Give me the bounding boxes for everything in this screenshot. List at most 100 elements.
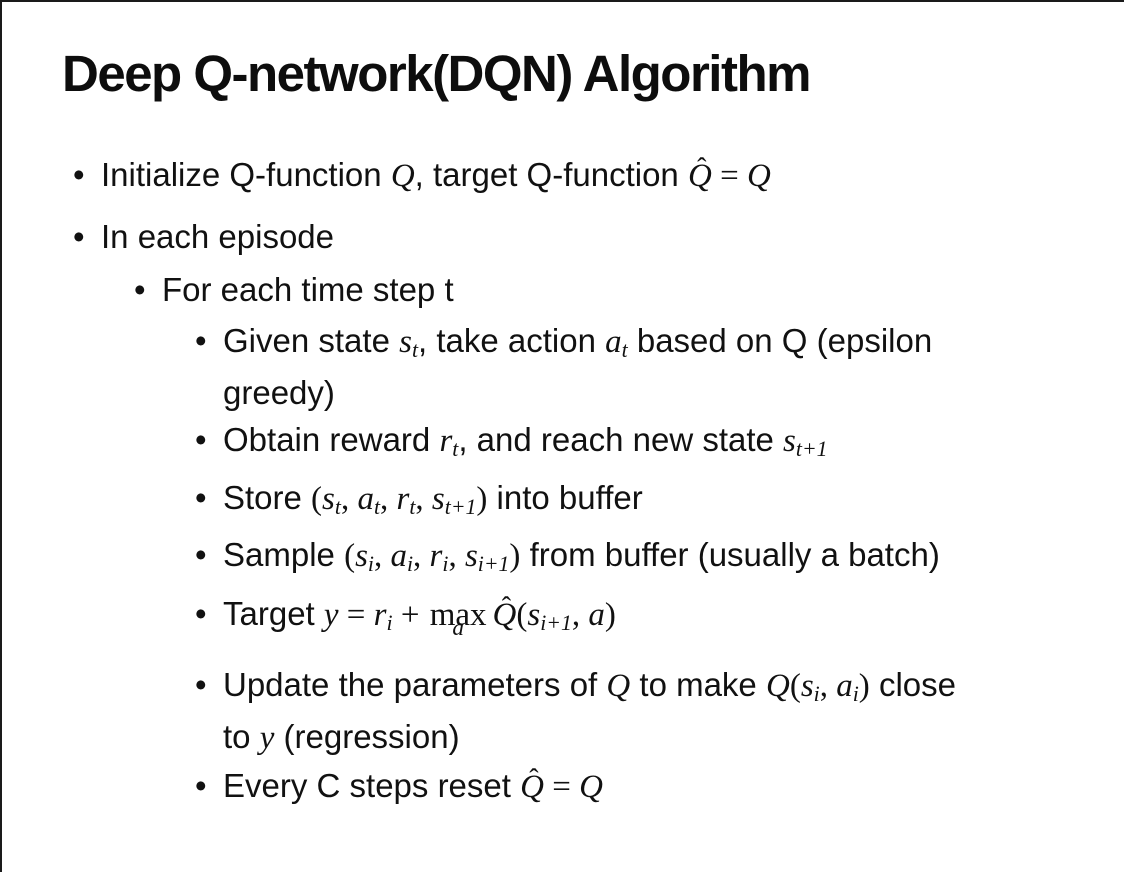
- math-operator: ): [858, 668, 870, 704]
- math-segment: r: [439, 423, 453, 459]
- bullet-glyph: •: [195, 322, 207, 359]
- math-segment: y: [323, 597, 339, 633]
- bullet-item: •Store (st, at, rt, st+1) into buffer: [0, 474, 1124, 526]
- math-subscript: i+1: [540, 611, 572, 636]
- bullet-glyph: •: [195, 479, 207, 516]
- text-segment: , target Q-function: [414, 156, 688, 193]
- math-operator: (: [311, 481, 323, 517]
- math-subscript: i: [852, 682, 859, 707]
- math-segment: r: [396, 481, 410, 517]
- text-segment: Initialize Q-function: [101, 156, 391, 193]
- bullet-text: Sample (si, ai, ri, si+1) from buffer (u…: [223, 531, 940, 583]
- math-operator: ): [604, 597, 616, 633]
- text-segment: greedy): [223, 374, 335, 411]
- bullet-glyph: •: [195, 421, 207, 458]
- bullet-text: Obtain reward rt, and reach new state st…: [223, 416, 828, 468]
- bullet-glyph: •: [195, 767, 207, 804]
- math-subscript: t: [621, 338, 628, 363]
- text-segment: Update the parameters of: [223, 666, 607, 703]
- text-segment: , take action: [418, 322, 606, 359]
- math-segment: a: [357, 481, 374, 517]
- math-segment: Q: [492, 597, 517, 633]
- math-segment: Q: [606, 668, 631, 704]
- bullet-text: Update the parameters of Q to make Q(si,…: [223, 661, 956, 762]
- text-segment: to: [223, 718, 260, 755]
- math-subscript: i: [367, 552, 374, 577]
- text-segment: Sample: [223, 536, 345, 573]
- text-segment: (regression): [274, 718, 460, 755]
- bullet-item: • For each time step t: [0, 266, 1124, 313]
- math-subscript: t: [452, 437, 459, 462]
- bullet-item: •Update the parameters of Q to make Q(si…: [0, 661, 1124, 762]
- bullet-item: • In each episode: [0, 213, 1124, 260]
- bullet-glyph: •: [73, 156, 85, 193]
- math-segment: s: [399, 324, 412, 360]
- math-operator: =: [338, 597, 374, 633]
- math-segment: a: [836, 668, 853, 704]
- text-segment: For each time step t: [162, 271, 454, 308]
- math-subscript: t: [373, 495, 381, 520]
- math-subscript: t+1: [444, 495, 477, 520]
- math-operator: ,: [448, 538, 465, 574]
- math-segment: a: [390, 538, 407, 574]
- bullet-list: •Initialize Q-function Q, target Q-funct…: [0, 151, 1124, 811]
- text-segment: Store: [223, 479, 312, 516]
- bullet-item: •Obtain reward rt, and reach new state s…: [0, 416, 1124, 468]
- math-segment: y: [259, 720, 275, 756]
- math-operator: ): [509, 538, 521, 574]
- math-operator: (: [344, 538, 356, 574]
- max-word: max: [429, 597, 487, 633]
- bullet-glyph: •: [195, 595, 207, 632]
- bullet-text: Initialize Q-function Q, target Q-functi…: [101, 151, 771, 200]
- math-operator: ,: [571, 597, 589, 633]
- math-segment: s: [355, 538, 368, 574]
- text-segment: In each episode: [101, 218, 335, 255]
- math-operator: =: [543, 769, 580, 805]
- bullet-item: •Initialize Q-function Q, target Q-funct…: [0, 151, 1124, 200]
- math-operator: ,: [380, 481, 397, 517]
- text-segment: to make: [630, 666, 766, 703]
- text-segment: close: [869, 666, 956, 703]
- math-operator: ,: [413, 538, 430, 574]
- bullet-glyph: •: [73, 218, 85, 255]
- bullet-glyph: •: [195, 536, 207, 573]
- math-segment: a: [588, 597, 605, 633]
- max-underscript: a: [452, 613, 464, 640]
- math-operator: ,: [373, 538, 391, 574]
- math-subscript: t: [411, 338, 418, 363]
- math-segment: s: [431, 481, 445, 517]
- bullet-glyph: •: [134, 271, 146, 308]
- math-segment: Q: [520, 769, 544, 805]
- bullet-item: • Sample (si, ai, ri, si+1) from buffer (…: [0, 531, 1124, 583]
- math-operator: ,: [819, 668, 837, 704]
- hat-accent: ˆ: [697, 152, 707, 184]
- text-segment: Given state: [223, 322, 400, 359]
- math-operator: ,: [340, 481, 358, 517]
- bullet-item: •Given state st, take action at based on…: [0, 317, 1124, 416]
- text-segment: into buffer: [487, 479, 643, 516]
- math-operator: (: [516, 597, 528, 633]
- math-subscript: i+1: [477, 552, 510, 577]
- page-title: Deep Q-network(DQN) Algorithm: [62, 45, 811, 102]
- math-segment: Q: [765, 668, 790, 704]
- math-subscript: i: [442, 552, 449, 577]
- bullet-text: For each time step t: [162, 266, 454, 313]
- math-segment: s: [322, 481, 335, 517]
- math-segment: s: [527, 597, 541, 633]
- text-segment: based on Q (epsilon: [627, 322, 933, 359]
- math-operator: ,: [415, 481, 432, 517]
- math-segment: r: [373, 597, 387, 633]
- math-segment: Q: [390, 158, 415, 194]
- math-segment: s: [783, 423, 796, 459]
- math-segment: Q: [746, 158, 771, 194]
- math-segment: s: [464, 538, 478, 574]
- bullet-text: In each episode: [101, 213, 334, 260]
- math-segment: a: [605, 324, 622, 360]
- math-operator: ): [476, 481, 488, 517]
